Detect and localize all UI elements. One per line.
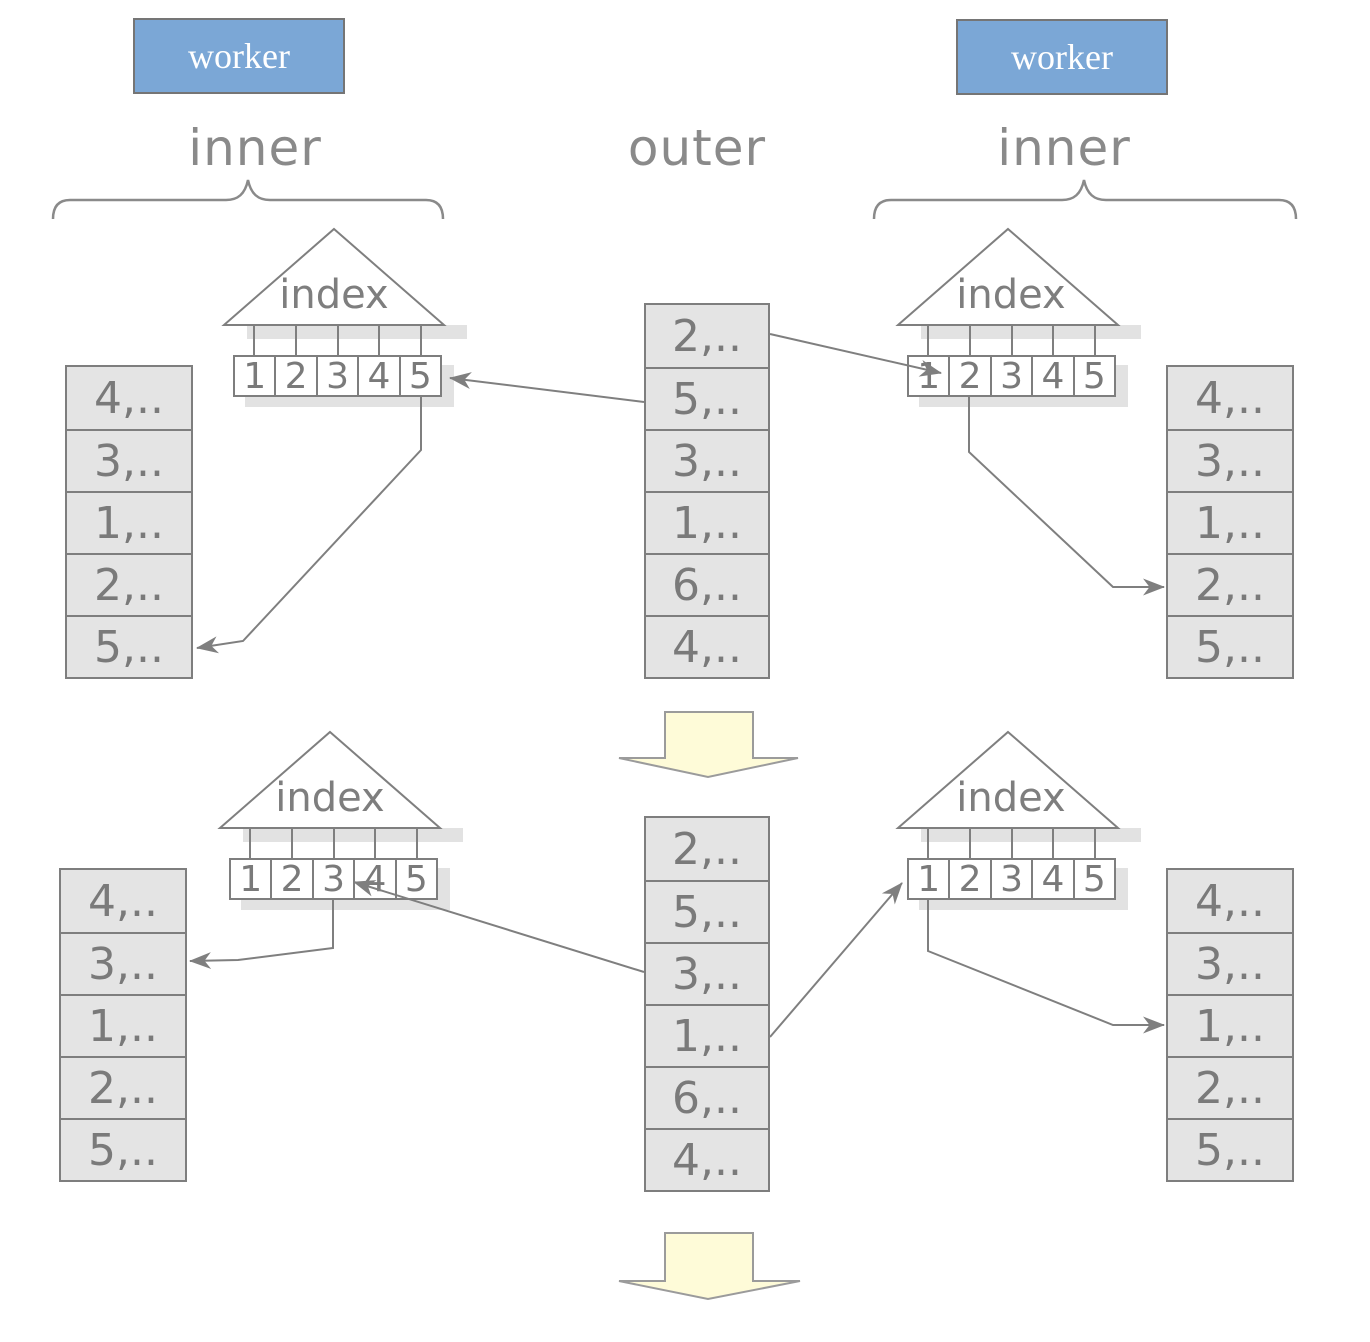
index-shadow: [247, 325, 467, 339]
index-ticks: [253, 325, 422, 355]
table-row: 2,..: [1168, 553, 1292, 615]
table-row: 4,..: [88, 875, 158, 927]
table-row: 5,..: [646, 367, 768, 429]
index-slot: 5: [398, 356, 440, 397]
index-slot: 2: [270, 859, 311, 900]
inner-table-top-right: 4,..3,..1,..2,..5,..: [1166, 365, 1294, 679]
table-row: 2,..: [672, 823, 742, 875]
table-row: 4,..: [1195, 372, 1265, 424]
index-triangle: [217, 730, 443, 829]
table-row: 5,..: [1168, 615, 1292, 677]
index-shadow: [921, 325, 1141, 339]
index-slot: 2: [274, 356, 315, 397]
table-row: 5,..: [67, 615, 191, 677]
table-row: 3,..: [646, 942, 768, 1004]
table-row: 4,..: [646, 1128, 768, 1190]
index-slot: 5: [1072, 859, 1114, 900]
table-row: 4,..: [1195, 875, 1265, 927]
table-row: 1,..: [1168, 994, 1292, 1056]
table-row: 5,..: [646, 880, 768, 942]
label-inner-right: inner: [997, 119, 1131, 177]
index-slot: 3: [315, 356, 357, 397]
index-slot: 3: [989, 356, 1031, 397]
outer-table-top: 2,..5,..3,..1,..6,..4,..: [644, 303, 770, 679]
index-shadow: [243, 828, 463, 842]
index-shadow: [921, 828, 1141, 842]
inner-table-top-left: 4,..3,..1,..2,..5,..: [65, 365, 193, 679]
label-inner-left: inner: [188, 119, 322, 177]
table-row: 4,..: [94, 372, 164, 424]
index-slot: 4: [353, 859, 394, 900]
index-slot: 3: [989, 859, 1031, 900]
index-slot: 2: [948, 859, 989, 900]
index-slot: 1: [239, 858, 263, 900]
label-outer: outer: [627, 119, 767, 177]
table-row: 2,..: [61, 1056, 185, 1118]
table-row: 1,..: [1168, 491, 1292, 553]
index-slot: 4: [1031, 356, 1072, 397]
table-row: 6,..: [646, 553, 768, 615]
table-row: 1,..: [67, 491, 191, 553]
outer-table-bottom: 2,..5,..3,..1,..6,..4,..: [644, 816, 770, 1192]
index-ticks: [927, 828, 1096, 858]
index-title-bottom-right: index: [956, 775, 1066, 821]
index-title-top-right: index: [956, 272, 1066, 318]
table-row: 2,..: [672, 310, 742, 362]
brace-inner-right: [872, 179, 1298, 220]
index-title-top-left: index: [279, 272, 389, 318]
inner-table-bottom-left: 4,..3,..1,..2,..5,..: [59, 868, 187, 1182]
table-row: 2,..: [67, 553, 191, 615]
table-row: 4,..: [646, 615, 768, 677]
table-row: 5,..: [61, 1118, 185, 1180]
index-slot: 5: [1072, 356, 1114, 397]
worker-box-left: worker: [133, 18, 345, 94]
table-row: 3,..: [67, 429, 191, 491]
index-slot: 2: [948, 356, 989, 397]
table-row: 1,..: [646, 491, 768, 553]
index-slot: 5: [394, 859, 436, 900]
table-row: 3,..: [61, 932, 185, 994]
table-row: 3,..: [1168, 932, 1292, 994]
table-row: 2,..: [1168, 1056, 1292, 1118]
table-row: 1,..: [646, 1004, 768, 1066]
index-slot: 4: [1031, 859, 1072, 900]
down-arrow-icon: [618, 1232, 801, 1301]
table-row: 3,..: [646, 429, 768, 491]
index-ticks: [249, 828, 418, 858]
index-slot: 3: [311, 859, 353, 900]
table-row: 5,..: [1168, 1118, 1292, 1180]
brace-inner-left: [51, 179, 445, 220]
inner-table-bottom-right: 4,..3,..1,..2,..5,..: [1166, 868, 1294, 1182]
table-row: 3,..: [1168, 429, 1292, 491]
index-slot: 4: [357, 356, 398, 397]
index-triangle: [221, 227, 447, 326]
index-triangle: [895, 730, 1121, 829]
index-slot: 1: [917, 858, 941, 900]
index-triangle: [895, 227, 1121, 326]
worker-box-right: worker: [956, 19, 1168, 95]
index-slot: 1: [917, 355, 941, 397]
table-row: 1,..: [61, 994, 185, 1056]
index-title-bottom-left: index: [275, 775, 385, 821]
table-row: 6,..: [646, 1066, 768, 1128]
index-slot: 1: [243, 355, 267, 397]
down-arrow-icon: [618, 711, 799, 779]
